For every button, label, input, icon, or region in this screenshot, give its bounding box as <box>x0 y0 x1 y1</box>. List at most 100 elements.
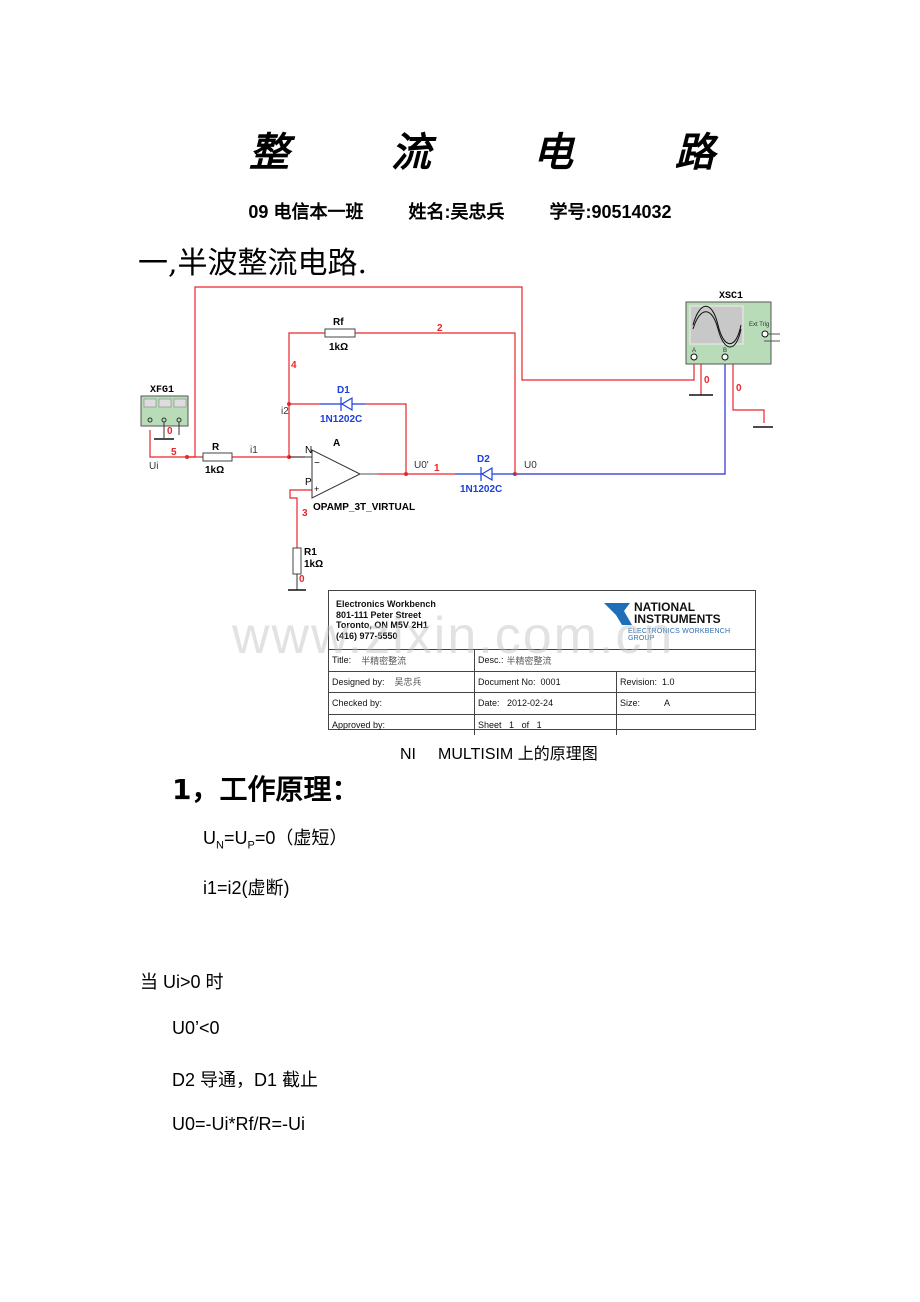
i1-label: i1 <box>250 445 258 456</box>
student-name: 姓名:吴忠兵 <box>408 202 505 222</box>
tb-row: Title:半精密整流 Desc.:半精密整流 <box>329 650 755 672</box>
docno-value: 0001 <box>540 676 561 687</box>
principle-line-1: UN=UP=0（虚短） <box>203 824 347 852</box>
address-line: 801-111 Peter Street <box>336 609 422 620</box>
company-address: Electronics Workbench 801-111 Peter Stre… <box>336 599 436 641</box>
sheet-of: of <box>521 719 530 730</box>
revision-value: 1.0 <box>662 676 675 687</box>
class-name: 09 电信本一班 <box>248 202 364 222</box>
u0p-label: U0' <box>414 460 429 471</box>
size-label: Size: <box>620 698 641 709</box>
node-label: 2 <box>437 323 443 334</box>
address-line: Toronto, ON M5V 2H1 <box>336 620 428 630</box>
resistor-rf <box>324 328 356 338</box>
oscilloscope <box>685 301 780 428</box>
author-info: 09 电信本一班 姓名:吴忠兵 学号:90514032 <box>0 198 920 224</box>
ni-logo: NATIONAL INSTRUMENTS ELECTRONICS WORKBEN… <box>604 599 749 642</box>
phone: (416) 977-5550 <box>336 630 398 641</box>
text: U <box>203 828 216 848</box>
d1-name: D1 <box>337 385 350 396</box>
text: =0（虚短） <box>254 828 348 848</box>
text: =U <box>223 828 248 848</box>
revision-label: Revision: <box>620 676 658 687</box>
ni-eagle-icon <box>604 603 632 625</box>
case-line: U0=-Ui*Rf/R=-Ui <box>172 1114 306 1134</box>
ext-trig-label: Ext Trig <box>749 322 769 328</box>
xsc1-label: XSC1 <box>719 291 743 302</box>
blue-wire <box>515 362 726 475</box>
desc-value: 半精密整流 <box>506 655 552 666</box>
principle-line-2: i1=i2(虚断) <box>203 878 290 898</box>
i2-label: i2 <box>281 406 289 417</box>
figure-caption: NI MULTISIM 上的原理图 <box>400 740 598 764</box>
company-name: Electronics Workbench <box>336 599 436 609</box>
sheet-label: Sheet <box>478 719 502 730</box>
size-value: A <box>664 698 671 709</box>
r1-name: R1 <box>304 547 317 558</box>
case-line: D2 导通，D1 截止 <box>172 1070 319 1090</box>
channel-b-label: B <box>723 348 727 354</box>
date-label: Date: <box>478 698 500 709</box>
caption-part: MULTISIM 上的原理图 <box>438 746 598 763</box>
diode-d2 <box>455 466 515 482</box>
resistor-r1 <box>292 547 302 575</box>
resistor-r <box>202 452 233 462</box>
rf-value: 1kΩ <box>329 342 348 353</box>
node-label: 0 <box>299 574 305 585</box>
pin-n: N <box>305 445 312 456</box>
opamp <box>289 449 378 499</box>
r1-value: 1kΩ <box>304 559 323 570</box>
red-wires <box>149 286 765 548</box>
desc-label: Desc.: <box>478 655 504 666</box>
minus-sign: − <box>314 458 320 469</box>
d2-model: 1N1202C <box>460 484 502 495</box>
date-value: 2012-02-24 <box>507 698 554 709</box>
tb-row: Designed by: 吴忠兵 Document No: 0001 Revisi… <box>329 671 755 693</box>
logo-sub: ELECTRONICS WORKBENCH GROUP <box>628 628 731 642</box>
node-label: 4 <box>291 360 297 371</box>
docno-label: Document No: <box>478 676 536 687</box>
tb-row: Checked by: Date: 2012-02-24 Size: A <box>329 693 755 715</box>
r-value: 1kΩ <box>205 465 224 476</box>
ni-brand: NATIONAL INSTRUMENTS <box>634 601 721 625</box>
u0-label: U0 <box>524 460 537 471</box>
checked-label: Checked by: <box>332 698 383 709</box>
node-label: 0 <box>704 375 710 386</box>
caption-part: NI <box>400 746 416 763</box>
ui-label: Ui <box>149 461 158 472</box>
page-title: 整 流 电 路 <box>249 129 759 176</box>
sheet-num: 1 <box>509 719 515 730</box>
title-block: Electronics Workbench 801-111 Peter Stre… <box>328 590 756 735</box>
function-generator <box>140 395 189 440</box>
plus-sign: + <box>314 484 319 494</box>
logo-line: NATIONAL <box>634 600 696 614</box>
d2-name: D2 <box>477 454 490 465</box>
opamp-name: A <box>333 438 340 449</box>
designed-label: Designed by: <box>332 676 385 687</box>
d1-model: 1N1202C <box>320 414 362 425</box>
logo-line: INSTRUMENTS <box>634 612 721 626</box>
subscript: N <box>216 839 224 852</box>
channel-a-label: A <box>692 348 696 354</box>
circuit-schematic: XFG1 0 5 Ui R 1kΩ i1 Rf 1kΩ 2 4 i2 D1 1N… <box>140 286 780 591</box>
r-name: R <box>212 442 220 453</box>
section-heading: 一,半波整流电路. <box>138 246 368 281</box>
title-value: 半精密整流 <box>361 655 407 666</box>
approved-label: Approved by: <box>332 719 386 730</box>
case-line: U0’<0 <box>172 1018 220 1038</box>
pin-p: P <box>305 477 312 488</box>
xfg1-label: XFG1 <box>150 385 174 396</box>
opamp-model: OPAMP_3T_VIRTUAL <box>313 502 415 513</box>
designed-value: 吴忠兵 <box>394 677 422 688</box>
node-label: 3 <box>302 508 308 519</box>
subscript: P <box>247 839 255 852</box>
condition-text: 当 Ui>0 时 <box>140 972 224 992</box>
student-id: 学号:90514032 <box>549 202 672 222</box>
tb-row: Approved by: Sheet 1 of 1 <box>329 714 755 735</box>
sheet-total: 1 <box>536 719 542 730</box>
node-label: 0 <box>736 383 742 394</box>
principle-heading: 1，工作原理： <box>172 773 360 806</box>
rf-name: Rf <box>333 317 344 328</box>
node-label: 5 <box>171 447 177 458</box>
title-label: Title: <box>332 655 352 666</box>
